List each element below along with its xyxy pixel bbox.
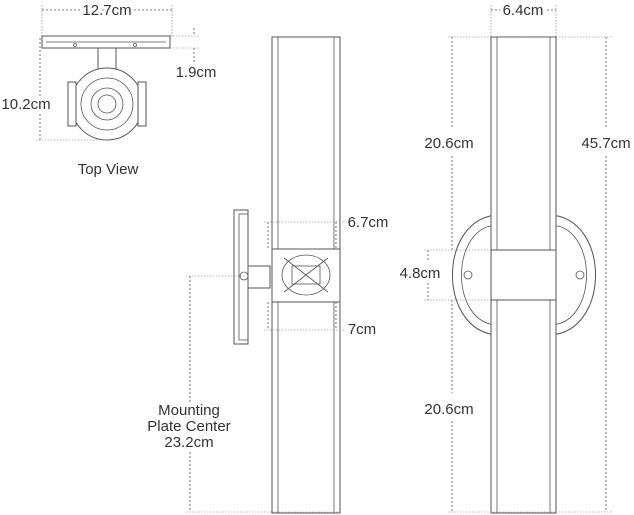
- mounting-value: 23.2cm: [164, 434, 213, 451]
- side-diameter-label: 6.7cm: [348, 214, 389, 231]
- mounting-label-line1: Mounting: [158, 402, 220, 419]
- front-view: 6.4cm 20.6cm 4.8cm 20.6cm 45.7cm: [400, 0, 634, 514]
- side-lower-label: 7cm: [348, 321, 376, 338]
- top-plate-label: 1.9cm: [176, 64, 217, 81]
- front-band-label: 4.8cm: [400, 265, 441, 282]
- top-width-label: 12.7cm: [82, 2, 131, 19]
- mounting-label-line2: Plate Center: [147, 418, 230, 435]
- top-view-body: [70, 67, 144, 141]
- side-mounting-plate: [233, 209, 249, 345]
- top-view: 12.7cm 10.2cm 1.9cm Top View: [0, 0, 217, 178]
- front-band: [490, 249, 557, 301]
- side-view: 6.7cm 7cm Mounting Plate Center 23.2cm: [147, 36, 389, 514]
- top-depth-label: 10.2cm: [1, 96, 50, 113]
- top-view-neck: [97, 47, 117, 71]
- front-width-label: 6.4cm: [503, 2, 544, 19]
- top-view-caption: Top View: [78, 161, 139, 178]
- front-lower-label: 20.6cm: [424, 401, 473, 418]
- front-screw-left: [463, 270, 473, 280]
- front-total-label: 45.7cm: [581, 135, 630, 152]
- side-knuckle: [247, 265, 271, 289]
- front-screw-right: [575, 270, 585, 280]
- front-upper-label: 20.6cm: [424, 135, 473, 152]
